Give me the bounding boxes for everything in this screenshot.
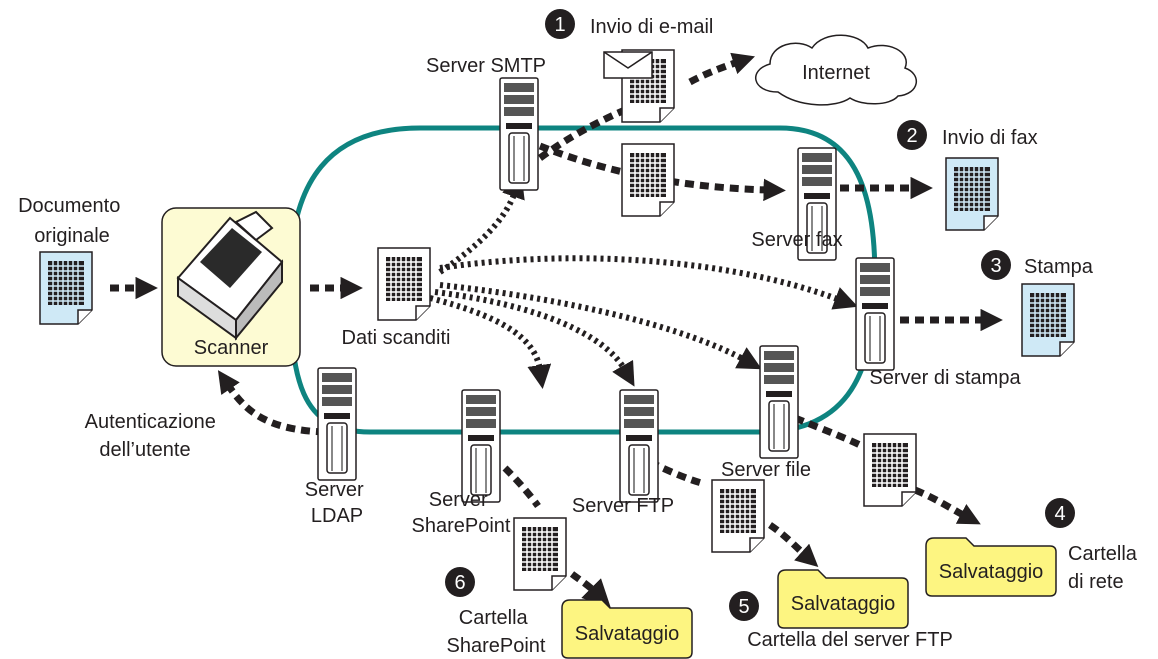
step-3-number: 3 [990,255,1001,277]
sharepoint-server-label: Server SharePoint [412,489,511,537]
sharepoint-folder-save-label: Salvataggio [575,623,680,645]
scanned-data-label: Dati scanditi [342,327,451,349]
network-folder-save-label: Salvataggio [939,561,1044,583]
scanner-label: Scanner [194,337,269,359]
fax-output-label: Invio di fax [942,127,1038,149]
ldap-server-label: Server LDAP [305,479,369,527]
step-1-number: 1 [554,14,565,36]
step-2-number: 2 [906,125,917,147]
step-5-number: 5 [738,596,749,618]
envelope-icon [603,51,653,79]
smtp-server-icon [499,77,539,191]
ftp-server-icon [619,389,659,503]
print-server-label: Server di stampa [869,367,1021,389]
fax-server-label: Server fax [751,229,842,251]
original-document-icon [39,251,93,325]
print-server-icon [855,257,895,371]
fax-output-document-icon [945,157,999,231]
data-distribution-arrows [429,173,858,390]
network-folder-label: Cartella di rete [1068,543,1142,593]
sharepoint-document-icon [513,517,567,591]
file-server-icon [759,345,799,459]
ftp-document-icon [711,479,765,553]
step-4-number: 4 [1054,503,1065,525]
internet-cloud-icon [754,34,917,106]
user-auth-label: Autenticazione dell’utente [85,411,222,461]
internet-label: Internet [802,62,870,84]
step-6-number: 6 [454,572,465,594]
ftp-folder-save-label: Salvataggio [791,593,896,615]
sharepoint-server-icon [461,389,501,503]
ftp-folder-label: Cartella del server FTP [747,629,953,651]
file-server-label: Server file [721,459,811,481]
ldap-server-icon [317,367,357,481]
fax-document-icon [621,143,675,217]
print-output-document-icon [1021,283,1075,357]
scanner-icon [176,210,284,341]
smtp-server-label: Server SMTP [426,55,546,77]
original-document-label: Documento originale [18,195,126,247]
print-output-label: Stampa [1024,256,1094,278]
email-output-label: Invio di e-mail [590,16,713,38]
sharepoint-folder-label: Cartella SharePoint [447,607,546,657]
scanned-data-icon [377,247,431,321]
file-document-icon [863,433,917,507]
ftp-server-label: Server FTP [572,495,674,517]
